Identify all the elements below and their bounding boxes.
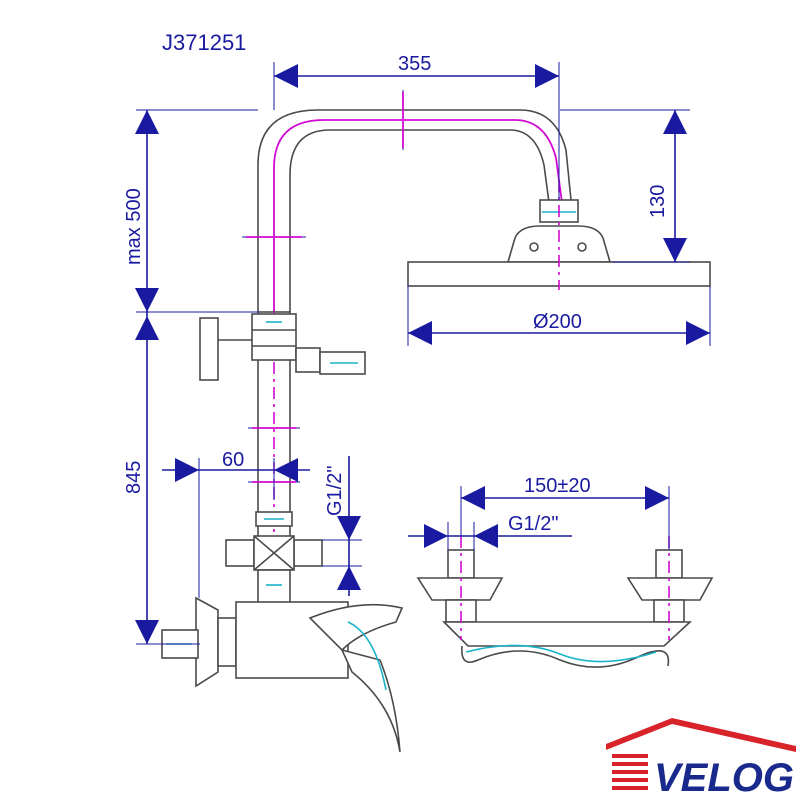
- riser-pipe: [199, 311, 366, 605]
- dimension-offset-60: 60: [162, 449, 310, 598]
- dimension-thread-vertical: G1/2": [322, 456, 362, 596]
- mixer-body: [154, 596, 404, 753]
- dimension-arm-reach: 355: [273, 53, 560, 200]
- dimension-head-drop: 130: [560, 109, 690, 263]
- dim-label-lower-height: 845: [123, 461, 145, 494]
- dim-label-thread-connector: G1/2": [508, 513, 558, 535]
- dim-label-arm-reach: 355: [398, 53, 431, 75]
- dimension-connector-spacing: 150±20: [460, 475, 670, 550]
- brand-name: VELOG: [654, 756, 794, 800]
- brand-logo: VELOG: [606, 718, 796, 800]
- dim-label-head-drop: 130: [647, 185, 669, 218]
- shower-arm: [242, 90, 573, 312]
- dim-label-thread-vertical: G1/2": [324, 466, 346, 516]
- dimension-lower-height: 845: [123, 312, 162, 645]
- shower-head: [407, 180, 711, 290]
- wall-connector-detail: [416, 536, 714, 668]
- dimension-head-diameter: Ø200: [407, 286, 711, 346]
- dimension-height-max: max 500: [123, 109, 258, 313]
- dimension-thread-connector: G1/2": [408, 513, 572, 550]
- model-code: J371251: [162, 30, 246, 55]
- dim-label-height-max: max 500: [123, 188, 145, 265]
- dim-label-head-diameter: Ø200: [533, 311, 582, 333]
- dim-label-offset-60: 60: [222, 449, 244, 471]
- dim-label-connector-spacing: 150±20: [524, 475, 591, 497]
